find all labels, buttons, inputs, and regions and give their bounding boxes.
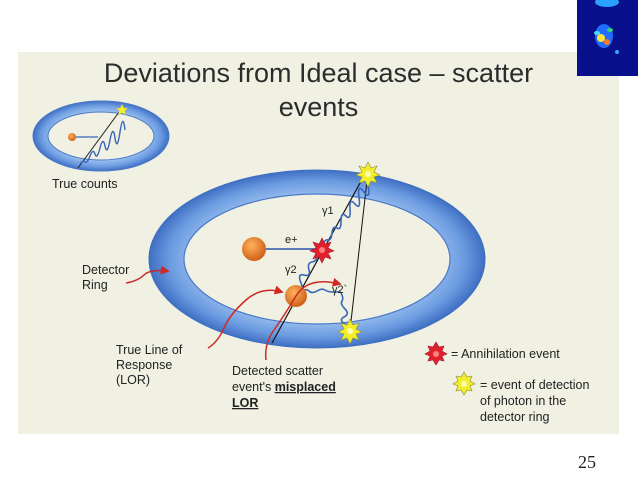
page-number: 25 bbox=[578, 452, 596, 472]
gamma1-label: γ1 bbox=[322, 205, 334, 217]
scatter-label-2: event's misplaced bbox=[232, 380, 336, 394]
gamma1-wave bbox=[322, 174, 373, 246]
legend-annihilation-icon bbox=[424, 341, 448, 366]
misplaced-lor-line bbox=[349, 171, 369, 331]
legend-annihilation-label: = Annihilation event bbox=[451, 347, 560, 361]
legend-detection-icon bbox=[452, 371, 476, 396]
legend-detection-label-3: detector ring bbox=[480, 410, 550, 424]
true-counts-source-icon bbox=[68, 133, 76, 141]
scatter-label-3: LOR bbox=[232, 396, 258, 410]
lor-label-1: True Line of bbox=[116, 343, 183, 357]
detector-ring-label-1: Detector bbox=[82, 263, 129, 277]
misplaced-lor-arrow bbox=[264, 277, 342, 361]
legend-detection-label-2: of photon in the bbox=[480, 394, 566, 408]
detection-star-top-icon bbox=[355, 161, 381, 188]
scan-thumbnail-image bbox=[577, 0, 638, 76]
detector-ring-label-2: Ring bbox=[82, 278, 108, 292]
true-lor-arrow bbox=[207, 285, 284, 349]
gamma2-scatter-label: γ2` bbox=[332, 284, 347, 296]
detector-ring-arrow bbox=[125, 265, 170, 284]
true-lor-line bbox=[271, 173, 366, 344]
legend-detection-label-1: = event of detection bbox=[480, 378, 590, 392]
scatter-label-1: Detected scatter bbox=[232, 364, 323, 378]
detection-star-bottom-icon bbox=[337, 318, 363, 345]
gamma2-label: γ2 bbox=[285, 264, 297, 276]
slide-title: Deviations from Ideal case – scatter eve… bbox=[18, 56, 619, 124]
lor-label-2: Response bbox=[116, 358, 172, 372]
true-counts-label: True counts bbox=[52, 177, 118, 191]
annihilation-star-icon bbox=[309, 237, 335, 264]
legend: = Annihilation event = event of detectio… bbox=[424, 341, 590, 424]
lor-label-3: (LOR) bbox=[116, 373, 150, 387]
slide-title-line-2: events bbox=[278, 92, 359, 122]
slide-title-line-1: Deviations from Ideal case – scatter bbox=[103, 58, 534, 88]
true-counts-detection-icon bbox=[115, 103, 129, 116]
positron-label: e+ bbox=[285, 234, 298, 246]
gamma2-scatter-wave bbox=[299, 288, 341, 294]
positron-source-icon bbox=[242, 237, 266, 261]
true-counts-ring: True counts bbox=[32, 100, 170, 191]
